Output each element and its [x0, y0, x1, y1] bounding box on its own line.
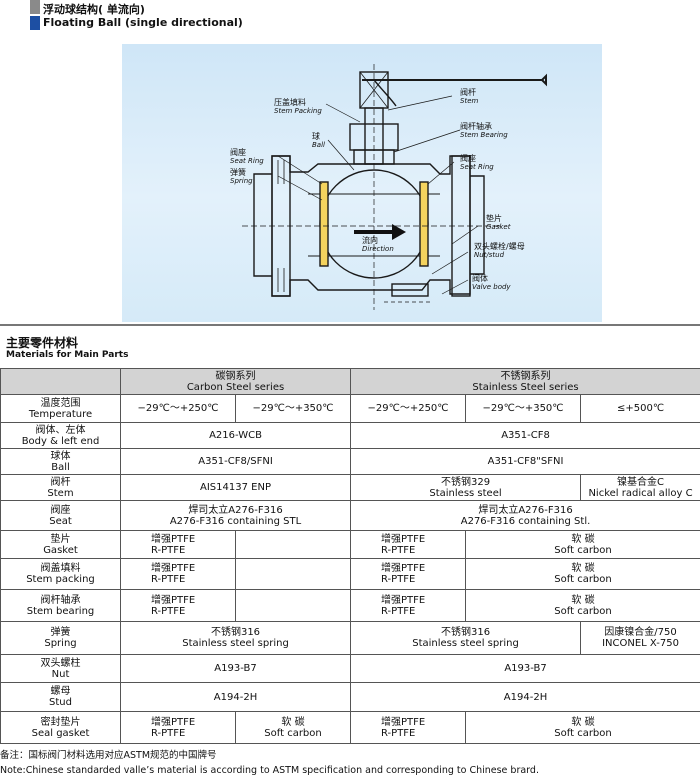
cell: A193-B7 [119, 654, 352, 683]
cell: −29℃～+250℃ [350, 394, 467, 423]
section-divider [0, 324, 700, 326]
cell: A351-CF8/SFNI [119, 448, 352, 475]
header-marker-blue [30, 16, 40, 30]
section2-title-cn: 主要零件材料 [6, 336, 79, 350]
cell: AIS14137 ENP [119, 474, 352, 501]
footnote-en: Note:Chinese standarded valle’s material… [0, 765, 539, 776]
flow-direction-arrow [354, 224, 406, 240]
cell-empty [234, 558, 352, 590]
footnote-cn: 备注：国标阀门材料选用对应ASTM规范的中国牌号 [0, 750, 217, 761]
cell: A351-CF8"SFNI [350, 448, 700, 475]
cell: A193-B7 [350, 654, 700, 683]
cell: −29℃～+350℃ [465, 394, 582, 423]
section1-title-cn: 浮动球结构( 单流向) [43, 3, 145, 16]
header-blank-cell [0, 368, 121, 395]
section2-title-en: Materials for Main Parts [6, 350, 129, 360]
cell: A216-WCB [119, 422, 352, 449]
cell: ≤+500℃ [580, 394, 700, 423]
cell: −29℃～+350℃ [234, 394, 352, 423]
section1-title-en: Floating Ball (single directional) [43, 16, 243, 29]
cell: A194-2H [119, 682, 352, 712]
valve-drawing-svg [242, 64, 547, 310]
cell: −29℃～+250℃ [120, 394, 236, 423]
section-header-structure: 浮动球结构( 单流向) Floating Ball (single direct… [30, 0, 700, 34]
cell: A351-CF8 [350, 422, 700, 449]
footnote: 备注：国标阀门材料选用对应ASTM规范的中国牌号 Note:Chinese st… [0, 748, 700, 778]
header-marker-gray [30, 0, 40, 14]
cell-empty [234, 589, 352, 622]
cell-empty [234, 530, 352, 559]
cell: A194-2H [350, 682, 700, 712]
section-header-materials: 主要零件材料 Materials for Main Parts [0, 324, 700, 364]
